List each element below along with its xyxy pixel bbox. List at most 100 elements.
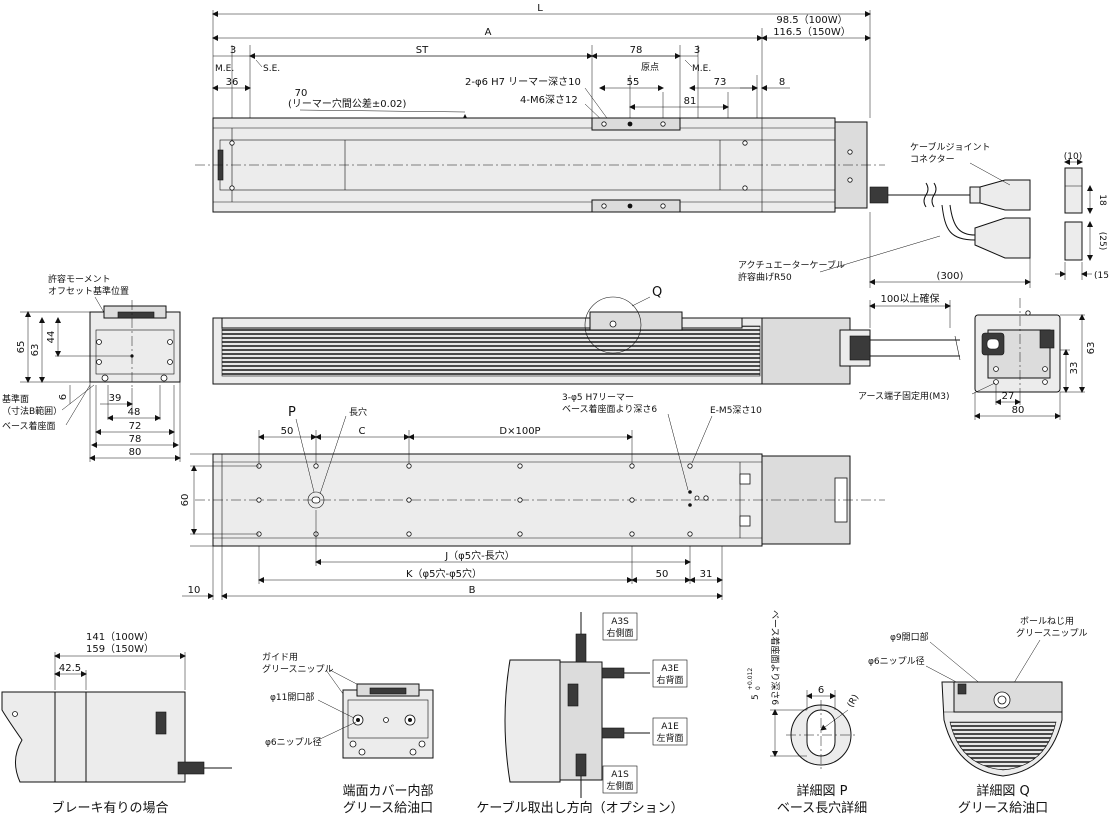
bottom-view: P 長穴 50 C D×100P 3-φ5 H7リーマー ベース着座面より深さ6… (180, 393, 885, 600)
label-Q: Q (652, 285, 662, 300)
dim-motor-100w: 98.5（100W） (776, 14, 847, 26)
right-end-view: 63 33 27 80 アース端子固定用(M3) (858, 298, 1097, 420)
end-cover-detail: ガイド用 グリースニップル φ11開口部 φ6ニップル径 端面カバー内部 グリー… (262, 652, 434, 816)
label-A1E-sub: 左背面 (656, 732, 683, 744)
caption-brake: ブレーキ有りの場合 (51, 800, 168, 816)
caption-detail-p-b: ベース長穴詳細 (777, 800, 867, 816)
top-view: L A 98.5（100W） 116.5（150W） 3 ST 78 3 M.E… (195, 3, 1109, 288)
note-reamer-holes: 2-φ6 H7 リーマー深さ10 (465, 76, 581, 88)
note-reamer-tolerance: (リーマー穴間公差±0.02) (288, 97, 407, 110)
dim-18: 18 (1097, 194, 1107, 206)
label-actuator-cable: アクチュエーターケーブル (738, 259, 845, 271)
dim-left-63: 63 (30, 344, 41, 357)
dim-right-27: 27 (1002, 391, 1015, 402)
caption-detail-q-b: グリース給油口 (958, 801, 1048, 816)
dim-right-63: 63 (1086, 342, 1097, 355)
detail-Q: φ9開口部 φ6ニップル径 ボールねじ用 グリースニップル 詳細図 Q グリース… (868, 616, 1088, 816)
dim-left-6: 6 (58, 394, 69, 400)
dim-motor-150w: 116.5（150W） (773, 26, 851, 38)
caption-cover-b: グリース給油口 (343, 801, 433, 816)
dim-81: 81 (684, 96, 697, 107)
label-slot: 長穴 (349, 406, 367, 418)
dim-10: (10) (1064, 152, 1082, 162)
dim-bottom-50b: 50 (656, 569, 669, 580)
note-tap-holes: 4-M6深さ12 (520, 94, 578, 106)
dim-left-72: 72 (129, 421, 142, 432)
label-detail-p-tol-sub: 0 (755, 686, 762, 690)
dim-D: D×100P (499, 426, 540, 437)
dim-bottom-50a: 50 (281, 426, 294, 437)
dim-C: C (359, 426, 366, 437)
dim-right-80: 80 (1012, 405, 1025, 416)
dim-left-80: 80 (129, 447, 142, 458)
dim-bottom-31: 31 (700, 569, 713, 580)
dim-15: (15) (1094, 271, 1109, 281)
cable-direction-detail: A3S 右側面 A3E 右背面 A1E 左背面 A1S 左側面 ケーブル取出し方… (476, 612, 688, 816)
label-nipple-6: φ6ニップル径 (265, 736, 322, 748)
label-ref-surface: 基準面 (2, 393, 29, 405)
brake-detail: 141（100W） 159（150W） 42.5 ブレーキ有りの場合 (1, 631, 232, 816)
dim-L: L (537, 3, 543, 14)
dim-left-44: 44 (46, 331, 57, 344)
dim-36: 36 (226, 77, 239, 88)
label-A3S-sub: 右側面 (606, 627, 633, 639)
dim-25: (25) (1097, 232, 1107, 250)
dim-left-48: 48 (128, 407, 141, 418)
label-detail-q-nip6: φ6ニップル径 (868, 655, 925, 667)
left-end-view: 許容モーメント オフセット基準位置 65 63 44 6 39 (2, 273, 181, 462)
mounting-holes (256, 463, 709, 537)
dim-left-78: 78 (129, 434, 142, 445)
label-se: S.E. (263, 64, 280, 74)
label-offset-ref: オフセット基準位置 (48, 285, 129, 297)
label-earth-terminal: アース端子固定用(M3) (858, 390, 950, 402)
label-detail-p-R: (R) (846, 693, 861, 710)
dim-brake-100w: 141（100W） (86, 631, 154, 643)
dim-left-39: 39 (109, 393, 122, 404)
label-detail-p-tol-sup: +0.012 (747, 668, 754, 690)
dim-me-left: 3 (230, 45, 236, 56)
label-detail-p-depth: ベース着座面より深さ6 (769, 610, 781, 705)
dim-brake-42: 42.5 (59, 663, 81, 674)
dim-bottom-10: 10 (188, 585, 201, 596)
dim-J: J（φ5穴-長穴） (444, 549, 515, 562)
detail-P: ベース着座面より深さ6 5 +0.012 0 6 (R) 詳細図 P ベース長穴… (747, 610, 867, 816)
label-guide-for: ガイド用 (262, 652, 298, 663)
label-connector: コネクター (910, 154, 955, 165)
caption-detail-q-a: 詳細図 Q (976, 783, 1029, 799)
dim-left-65: 65 (16, 341, 27, 354)
dim-me-right: 3 (694, 45, 700, 56)
label-A3E-sub: 右背面 (656, 674, 683, 686)
dim-right-33: 33 (1069, 362, 1080, 375)
label-guide-nipple: グリースニップル (262, 663, 334, 675)
label-A1S: A1S (611, 770, 629, 780)
label-A3E: A3E (661, 664, 679, 674)
label-reamer-5: 3-φ5 H7リーマー (562, 393, 634, 403)
label-ref-range: （寸法B範囲） (2, 405, 62, 417)
label-detail-q-ball: ボールねじ用 (1020, 616, 1074, 627)
dim-B: B (469, 585, 476, 596)
label-detail-q-open9: φ9開口部 (890, 631, 929, 643)
label-base-seat: ベース着座面 (2, 420, 56, 432)
label-me-right: M.E. (692, 64, 711, 74)
dim-78: 78 (630, 45, 643, 56)
dim-detail-p-6: 6 (818, 685, 824, 696)
dim-cable-300: (300) (937, 271, 964, 282)
dim-A: A (485, 27, 492, 38)
caption-cover-a: 端面カバー内部 (342, 783, 433, 799)
dim-bottom-60: 60 (180, 494, 191, 507)
label-reamer-depth: ベース着座面より深さ6 (562, 403, 657, 415)
dim-K: K（φ5穴-φ5穴） (406, 567, 482, 580)
dim-clearance: 100以上確保 (880, 292, 939, 305)
label-bend-radius: 許容曲げR50 (738, 271, 792, 283)
label-A1S-sub: 左側面 (606, 780, 633, 792)
label-origin: 原点 (641, 62, 659, 73)
label-cable-joint: ケーブルジョイント (910, 141, 990, 153)
side-view: Q 100以上確保 (212, 285, 961, 385)
caption-detail-p-a: 詳細図 P (797, 783, 848, 799)
dim-55: 55 (627, 77, 640, 88)
label-A1E: A1E (661, 722, 679, 732)
dim-8: 8 (779, 77, 785, 88)
label-open-11: φ11開口部 (270, 691, 314, 703)
label-moment: 許容モーメント (48, 273, 111, 285)
